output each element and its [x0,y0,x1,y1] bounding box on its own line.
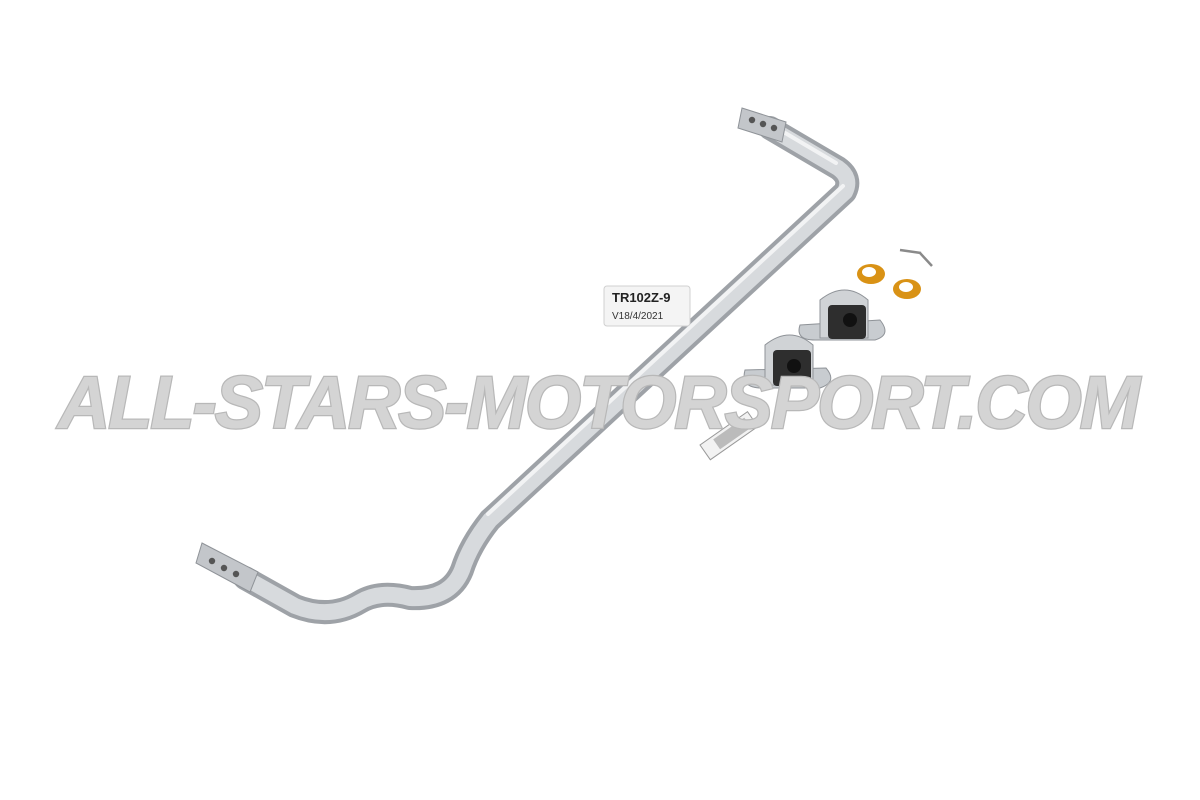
bar-end-tab-top [737,107,787,143]
lock-collar [857,264,885,284]
bushing-bracket [743,334,832,389]
bushing-bracket [798,289,886,341]
lock-collar [893,279,921,299]
sway-bar: TR102Z-9 V18/4/2021 [195,107,860,625]
instruction-slip [699,411,759,461]
bar-end-tab-bottom [195,542,259,593]
part-code-text: TR102Z-9 [612,290,671,305]
part-version-text: V18/4/2021 [612,311,664,322]
watermark-text: ALL-STARS-MOTORSPORT.COM [56,361,1141,444]
watermark: ALL-STARS-MOTORSPORT.COM [55,360,1145,446]
hex-key [899,248,933,267]
bar-part-label: TR102Z-9 V18/4/2021 [603,285,691,327]
